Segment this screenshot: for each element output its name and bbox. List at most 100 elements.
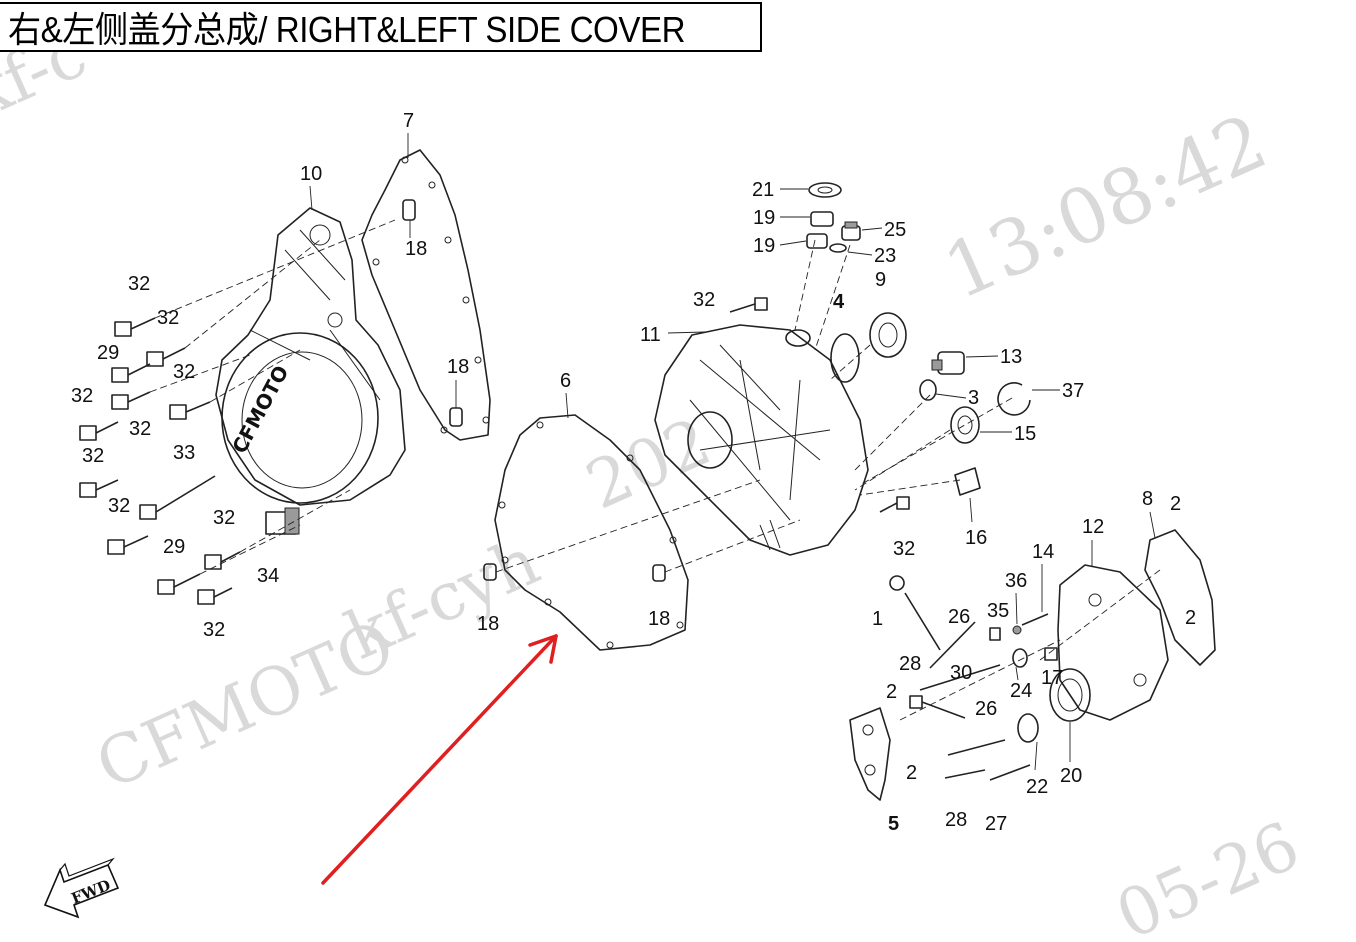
callout-27: 27 — [985, 813, 1007, 835]
gasket-6-holes — [498, 421, 684, 649]
callout-7: 7 — [403, 110, 414, 132]
callout-16: 16 — [965, 527, 987, 549]
dowel-pin-18d — [652, 564, 666, 582]
callout-19b: 19 — [753, 235, 775, 257]
callout-36: 36 — [1005, 570, 1027, 592]
gasket-6-assembly — [483, 414, 801, 651]
pump-assembly — [849, 529, 1216, 801]
bolt-28b — [944, 769, 986, 779]
left-bolts — [79, 317, 300, 605]
watermark-time: 13:08:42 — [931, 96, 1279, 316]
title-box: 右&左侧盖分总成/ RIGHT&LEFT SIDE COVER — [0, 2, 762, 52]
callout-18d: 18 — [648, 608, 670, 630]
oring-23 — [829, 243, 847, 253]
impeller-20 — [1049, 668, 1091, 722]
callout-19a: 19 — [753, 207, 775, 229]
callout-1: 1 — [872, 608, 883, 630]
callout-6: 6 — [560, 370, 571, 392]
callout-25: 25 — [884, 219, 906, 241]
bolt-28a-head — [909, 695, 923, 709]
callout-32h: 32 — [213, 507, 235, 529]
bolt-32a — [114, 317, 156, 337]
callout-2b: 2 — [1185, 607, 1196, 629]
bearing-22 — [1017, 713, 1039, 743]
bolt-32c — [111, 391, 151, 410]
callout-2d: 2 — [906, 762, 917, 784]
bolt-32b — [146, 347, 186, 367]
callout-10: 10 — [300, 163, 322, 185]
callout-32f: 32 — [82, 445, 104, 467]
bolt-29b — [157, 573, 201, 595]
oring-3 — [919, 379, 937, 401]
bolt-30 — [919, 664, 1001, 691]
callout-28a: 28 — [899, 653, 921, 675]
callout-32i: 32 — [203, 619, 225, 641]
left-cover-ribs — [249, 229, 381, 401]
pump-housing-5 — [849, 707, 891, 801]
callout-35: 35 — [987, 600, 1009, 622]
callout-32a: 32 — [128, 273, 150, 295]
callout-2c: 2 — [886, 681, 897, 703]
bush-19a — [810, 211, 834, 227]
callout-26a: 26 — [948, 606, 970, 628]
callout-leaders — [309, 133, 1156, 771]
callout-32d: 32 — [71, 385, 93, 407]
bolt-32j — [729, 297, 768, 313]
bolt-32g — [107, 535, 149, 555]
bolt-33 — [139, 475, 216, 520]
plug-25 — [841, 221, 861, 241]
callout-17: 17 — [1041, 667, 1063, 689]
watermark-layer: 13:08:42 kf-cyh CFMOTO 05-26 202 kf-c — [0, 15, 1310, 942]
red-annotation-arrow — [321, 634, 558, 885]
callout-2a: 2 — [1170, 493, 1181, 515]
pump-body-12 — [1057, 564, 1169, 721]
gasket-7-holes — [372, 156, 490, 434]
callout-26b: 26 — [975, 698, 997, 720]
bolt-32e — [79, 421, 119, 441]
washer-24 — [1012, 648, 1028, 668]
callout-21: 21 — [752, 179, 774, 201]
right-cover-assembly — [654, 182, 1031, 556]
oil-dipstick-1 — [889, 575, 941, 651]
callout-32g: 32 — [108, 495, 130, 517]
callout-32e: 32 — [129, 418, 151, 440]
sensor-13 — [931, 351, 965, 375]
shaft-14 — [1021, 613, 1049, 626]
callout-24: 24 — [1010, 680, 1032, 702]
callout-3: 3 — [968, 387, 979, 409]
circlip-37 — [997, 382, 1031, 416]
watermark-date-fragment: 05-26 — [1105, 807, 1310, 942]
sleeve-35 — [989, 627, 1001, 641]
dowel-pin-18a — [402, 199, 416, 221]
left-cover-assembly: CFMOTO — [79, 149, 491, 605]
callout-28b: 28 — [945, 809, 967, 831]
callout-8: 8 — [1142, 488, 1153, 510]
right-cover-ribs — [689, 344, 831, 521]
watermark-brand: CFMOTO — [85, 606, 405, 805]
bolt-26a — [929, 621, 976, 669]
right-cover-bore — [687, 411, 733, 469]
gasket-6 — [494, 414, 689, 651]
callout-20: 20 — [1060, 765, 1082, 787]
callout-9: 9 — [875, 269, 886, 291]
left-cover-dome — [221, 332, 379, 504]
callout-labels: 7 10 18 18 32 32 29 32 32 32 32 33 32 32… — [71, 110, 1196, 835]
bolt-27 — [989, 764, 1031, 781]
callout-18b: 18 — [447, 356, 469, 378]
left-leader-lines — [149, 219, 396, 575]
bolt-17 — [1044, 647, 1058, 661]
bolt-32h — [204, 551, 241, 570]
page-title: 右&左侧盖分总成/ RIGHT&LEFT SIDE COVER — [8, 9, 686, 50]
dowel-pin-18b — [449, 407, 463, 427]
label-16 — [954, 467, 981, 496]
seal-21 — [808, 182, 842, 198]
callout-37: 37 — [1062, 380, 1084, 402]
bush-19b — [806, 233, 828, 249]
right-cover-11 — [654, 324, 869, 556]
callout-23: 23 — [874, 245, 896, 267]
callout-30: 30 — [950, 662, 972, 684]
grommet-34 — [265, 507, 300, 535]
callout-32k: 32 — [893, 538, 915, 560]
seal-15 — [950, 406, 980, 444]
